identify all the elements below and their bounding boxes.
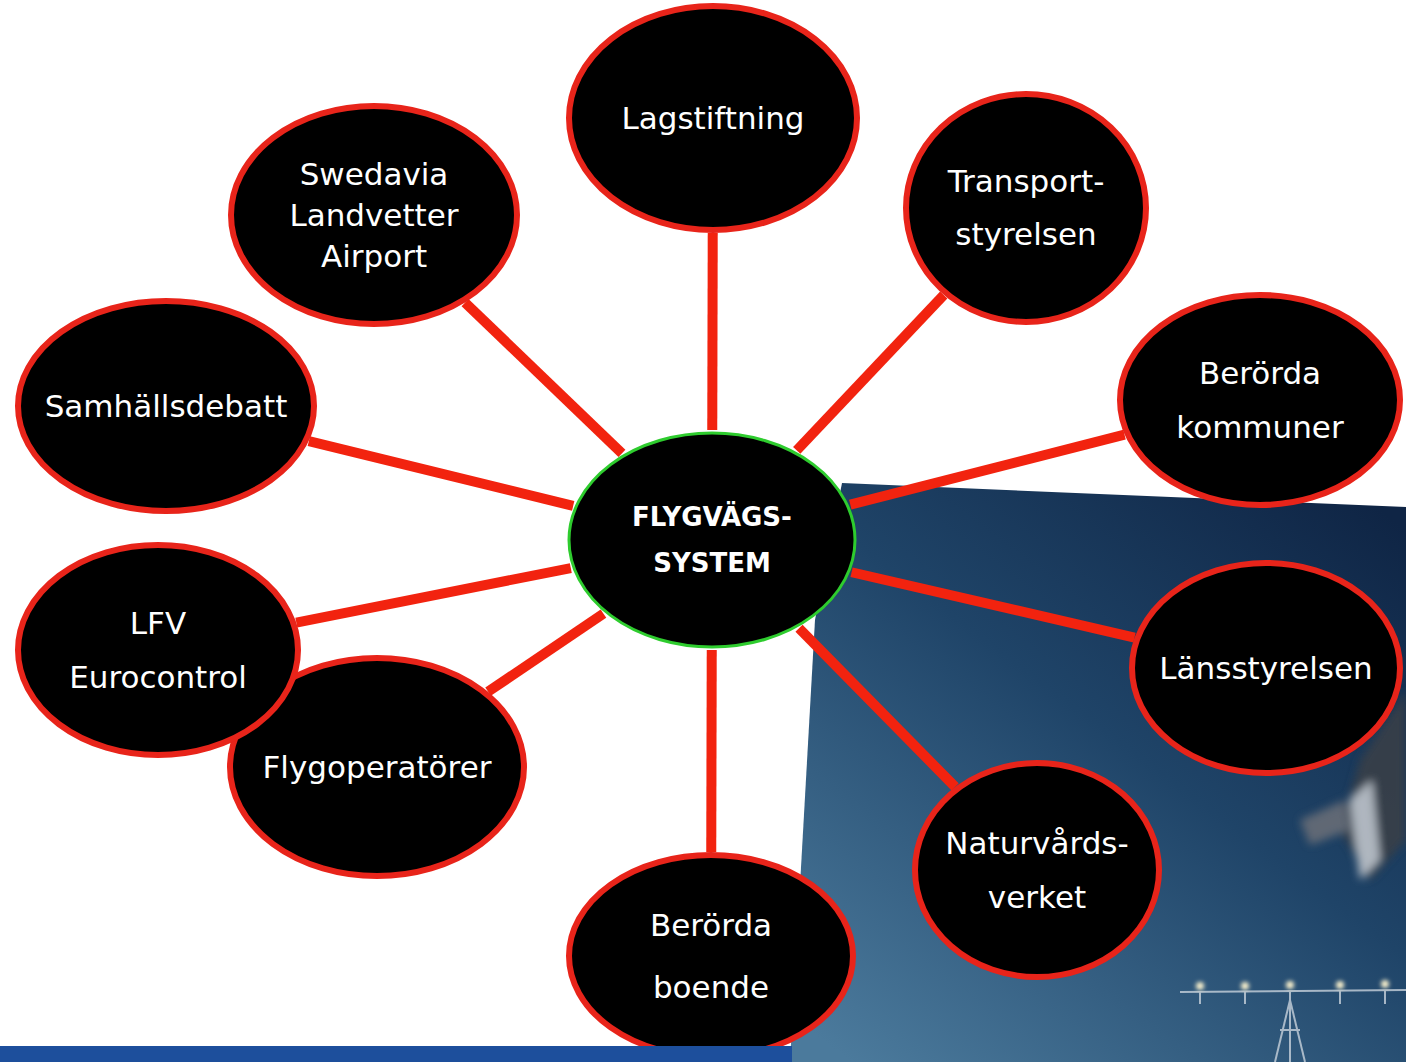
node-label: Naturvårds- verket: [945, 816, 1128, 925]
stakeholder-ellipse: Länsstyrelsen: [1129, 560, 1403, 776]
node-label: FLYGVÄGS- SYSTEM: [632, 495, 792, 586]
node-label: Flygoperatörer: [263, 747, 492, 787]
stakeholder-ellipse: Samhällsdebatt: [15, 298, 317, 514]
footer-band: [0, 1046, 792, 1062]
stakeholder-ellipse: Lagstiftning: [566, 3, 860, 233]
stakeholder-ellipse: Transport- styrelsen: [903, 91, 1149, 325]
spoke-line: [799, 628, 955, 787]
node-label: Berörda boende: [650, 894, 772, 1018]
node-label-group: Naturvårds- verket: [945, 816, 1128, 925]
hub-ellipse: FLYGVÄGS- SYSTEM: [566, 430, 858, 650]
node-label-group: Flygoperatörer: [263, 747, 492, 787]
node-label-group: Swedavia Landvetter Airport: [289, 154, 458, 277]
stakeholder-ellipse: Berörda kommuner: [1117, 292, 1403, 508]
ellipse-outline: [1117, 292, 1403, 508]
ellipse-shape: [1120, 295, 1400, 505]
node-label: Länsstyrelsen: [1159, 648, 1372, 688]
node-label: Swedavia Landvetter Airport: [289, 154, 458, 277]
spoke-line: [707, 233, 717, 430]
node-label-group: Berörda boende: [650, 894, 772, 1018]
ellipse-shape: [569, 6, 857, 230]
spoke-line: [296, 568, 571, 623]
node-label: Berörda kommuner: [1176, 346, 1343, 455]
stakeholder-ellipse: Berörda boende: [566, 852, 856, 1060]
node-label: LFV Eurocontrol: [69, 596, 247, 705]
node-label-group: Transport- styrelsen: [948, 155, 1105, 260]
ellipse-outline: [15, 542, 301, 758]
ellipse-shape: [915, 763, 1159, 977]
ellipse-outline: [912, 760, 1162, 980]
spoke-line: [850, 435, 1124, 505]
ellipse-shape: [569, 433, 855, 647]
runway-lamps: [1196, 980, 1389, 990]
node-label-group: Länsstyrelsen: [1159, 648, 1372, 688]
node-label-group: Berörda kommuner: [1176, 346, 1343, 455]
ellipse-shape: [18, 301, 314, 511]
node-label-group: Samhällsdebatt: [45, 386, 288, 426]
ellipse-shape: [231, 106, 517, 324]
approach-lights: [1180, 990, 1406, 1062]
ellipse-shape: [1132, 563, 1400, 773]
node-label: Samhällsdebatt: [45, 386, 288, 426]
spoke-line: [488, 614, 603, 692]
ellipse-outline: [566, 430, 858, 650]
ellipse-shape: [906, 94, 1146, 322]
spoke-line: [797, 295, 944, 450]
spoke-line: [852, 572, 1135, 637]
photo-ground: [790, 483, 1406, 1062]
stakeholder-ellipse: Naturvårds- verket: [912, 760, 1162, 980]
stakeholder-ellipse: LFV Eurocontrol: [15, 542, 301, 758]
ellipse-outline: [566, 852, 856, 1060]
node-label: Transport- styrelsen: [948, 155, 1105, 260]
node-label-group: FLYGVÄGS- SYSTEM: [632, 495, 792, 586]
node-label-group: LFV Eurocontrol: [69, 596, 247, 705]
spoke-line: [465, 303, 622, 454]
ellipse-shape: [569, 855, 853, 1057]
ellipse-outline: [903, 91, 1149, 325]
spoke-line: [309, 441, 573, 506]
stakeholder-ellipse: Swedavia Landvetter Airport: [228, 103, 520, 327]
spoke-line: [706, 650, 716, 852]
ellipse-shape: [18, 545, 298, 755]
node-label-group: Lagstiftning: [622, 98, 805, 138]
node-label: Lagstiftning: [622, 98, 805, 138]
